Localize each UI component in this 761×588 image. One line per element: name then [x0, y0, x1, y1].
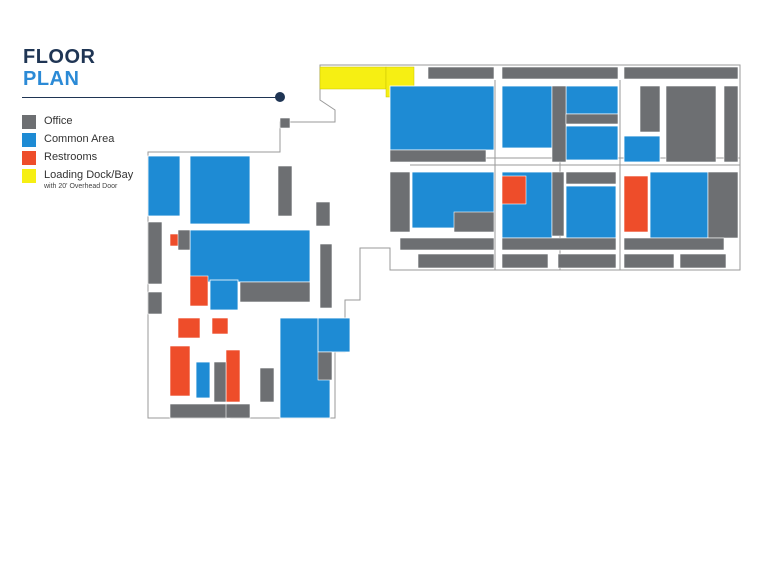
- office: [723, 85, 739, 163]
- office: [389, 149, 487, 163]
- common-areas: [147, 85, 709, 419]
- office: [565, 113, 619, 125]
- office: [389, 171, 411, 233]
- office: [551, 85, 567, 163]
- office: [707, 171, 739, 239]
- office: [417, 253, 495, 269]
- office: [427, 66, 495, 80]
- legend-label-common-area: Common Area: [44, 133, 115, 145]
- office: [623, 253, 675, 269]
- restroom: [623, 175, 649, 233]
- common-area: [649, 171, 709, 239]
- legend-label-office: Office: [44, 115, 73, 127]
- restroom: [169, 345, 191, 397]
- office: [279, 117, 291, 129]
- office: [239, 281, 311, 303]
- common-area: [565, 185, 617, 239]
- office: [623, 66, 739, 80]
- common-area: [389, 85, 495, 151]
- restroom: [211, 317, 229, 335]
- restroom-areas: [169, 175, 649, 403]
- common-area: [565, 125, 619, 161]
- office: [453, 211, 495, 233]
- office: [679, 253, 727, 269]
- office: [147, 221, 163, 285]
- common-area: [195, 361, 211, 399]
- office: [501, 237, 617, 251]
- common-area: [623, 135, 661, 163]
- office: [213, 361, 227, 403]
- office: [315, 201, 331, 227]
- office: [665, 85, 717, 163]
- office: [639, 85, 661, 133]
- common-area: [189, 155, 251, 225]
- common-area: [317, 317, 351, 353]
- divider-dot: [275, 92, 285, 102]
- swatch-restrooms: [22, 151, 36, 165]
- office: [557, 253, 617, 269]
- office: [177, 229, 191, 251]
- office: [317, 351, 333, 381]
- common-area: [501, 85, 553, 149]
- restroom: [225, 349, 241, 403]
- office-areas: [147, 66, 739, 419]
- office: [147, 291, 163, 315]
- common-area: [565, 85, 619, 115]
- title-floor: FLOOR: [23, 46, 96, 68]
- legend-sublabel-loading-dock: with 20' Overhead Door: [44, 183, 118, 190]
- restroom: [177, 317, 201, 339]
- office: [501, 66, 619, 80]
- office: [399, 237, 495, 251]
- office: [169, 403, 231, 419]
- loading-dock: [319, 66, 387, 90]
- title-divider: [22, 97, 280, 98]
- restroom: [189, 275, 209, 307]
- swatch-office: [22, 115, 36, 129]
- legend-label-restrooms: Restrooms: [44, 151, 98, 163]
- common-area: [189, 229, 311, 283]
- title-plan: PLAN: [23, 68, 80, 90]
- office: [565, 171, 617, 185]
- office: [259, 367, 275, 403]
- swatch-loading-dock: [22, 169, 36, 183]
- office: [319, 243, 333, 309]
- office: [551, 171, 565, 237]
- common-area: [209, 279, 239, 311]
- office: [623, 237, 725, 251]
- common-area: [147, 155, 181, 217]
- legend-label-loading-dock: Loading Dock/Bay: [44, 169, 134, 181]
- office: [225, 403, 251, 419]
- page-title: FLOOR PLAN: [23, 46, 96, 90]
- office: [501, 253, 549, 269]
- office: [277, 165, 293, 217]
- swatch-common-area: [22, 133, 36, 147]
- restroom: [501, 175, 527, 205]
